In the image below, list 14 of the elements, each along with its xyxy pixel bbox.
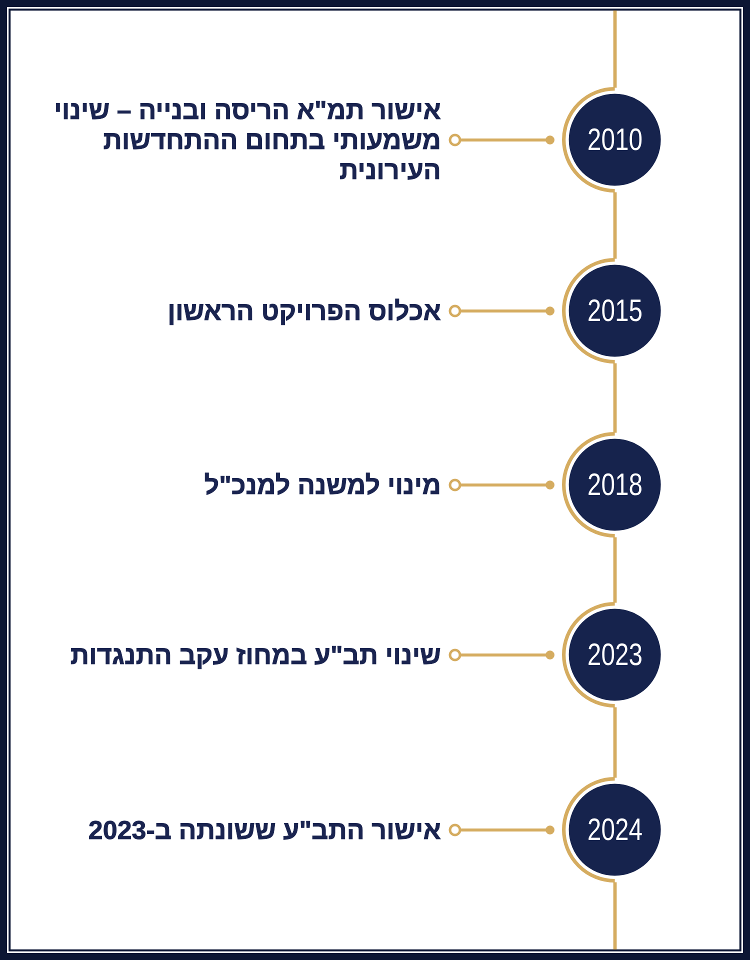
event-description: מינוי למשנה למנכ"ל <box>204 470 441 500</box>
connector-line <box>448 304 554 318</box>
timeline-line <box>613 363 617 433</box>
event-description: אכלוס הפרויקט הראשון <box>168 296 441 326</box>
timeline-line <box>613 707 617 778</box>
connector-line <box>448 478 554 492</box>
connector-line <box>448 824 554 836</box>
event-description: אישור תמ"א הריסה ובנייה – שינוי משמעותי בתחום ההתחדשות העירונית <box>41 95 441 185</box>
event-description: שינוי תב"ע במחוז עקב התנגדות <box>70 640 441 670</box>
timeline-line <box>613 537 617 603</box>
connector-line <box>448 134 554 146</box>
event-description: אישור התב"ע ששונתה ב-2023 <box>88 815 441 845</box>
timeline-line <box>613 192 617 259</box>
connector-line <box>448 648 554 662</box>
